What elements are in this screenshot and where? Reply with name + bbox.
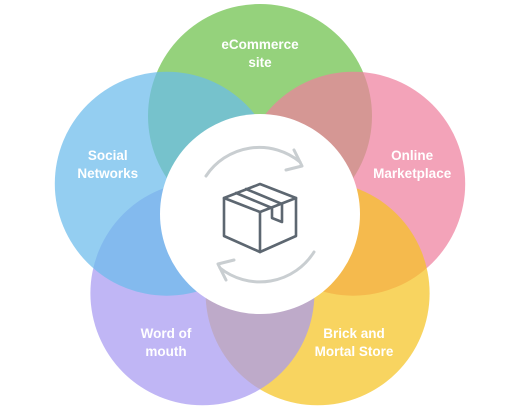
label-social-line: Social [87,147,128,163]
label-word: Word of mouth [141,325,192,361]
label-ecommerce-line: eCommerce [221,37,299,52]
label-marketplace-line: Online [391,147,434,163]
label-ecommerce: eCommerce site [221,36,298,72]
label-ecommerce-line: site [248,55,272,70]
label-word-line: Word of [140,326,192,342]
label-marketplace-line: Marketplace [373,165,452,181]
label-word-line: mouth [145,344,187,360]
cycle-arrows-icon [204,145,316,284]
label-brick-line: Mortal Store [314,344,394,360]
box-icon [222,182,298,254]
label-social-line: Networks [77,165,139,181]
label-brick-line: Brick and [323,326,385,342]
